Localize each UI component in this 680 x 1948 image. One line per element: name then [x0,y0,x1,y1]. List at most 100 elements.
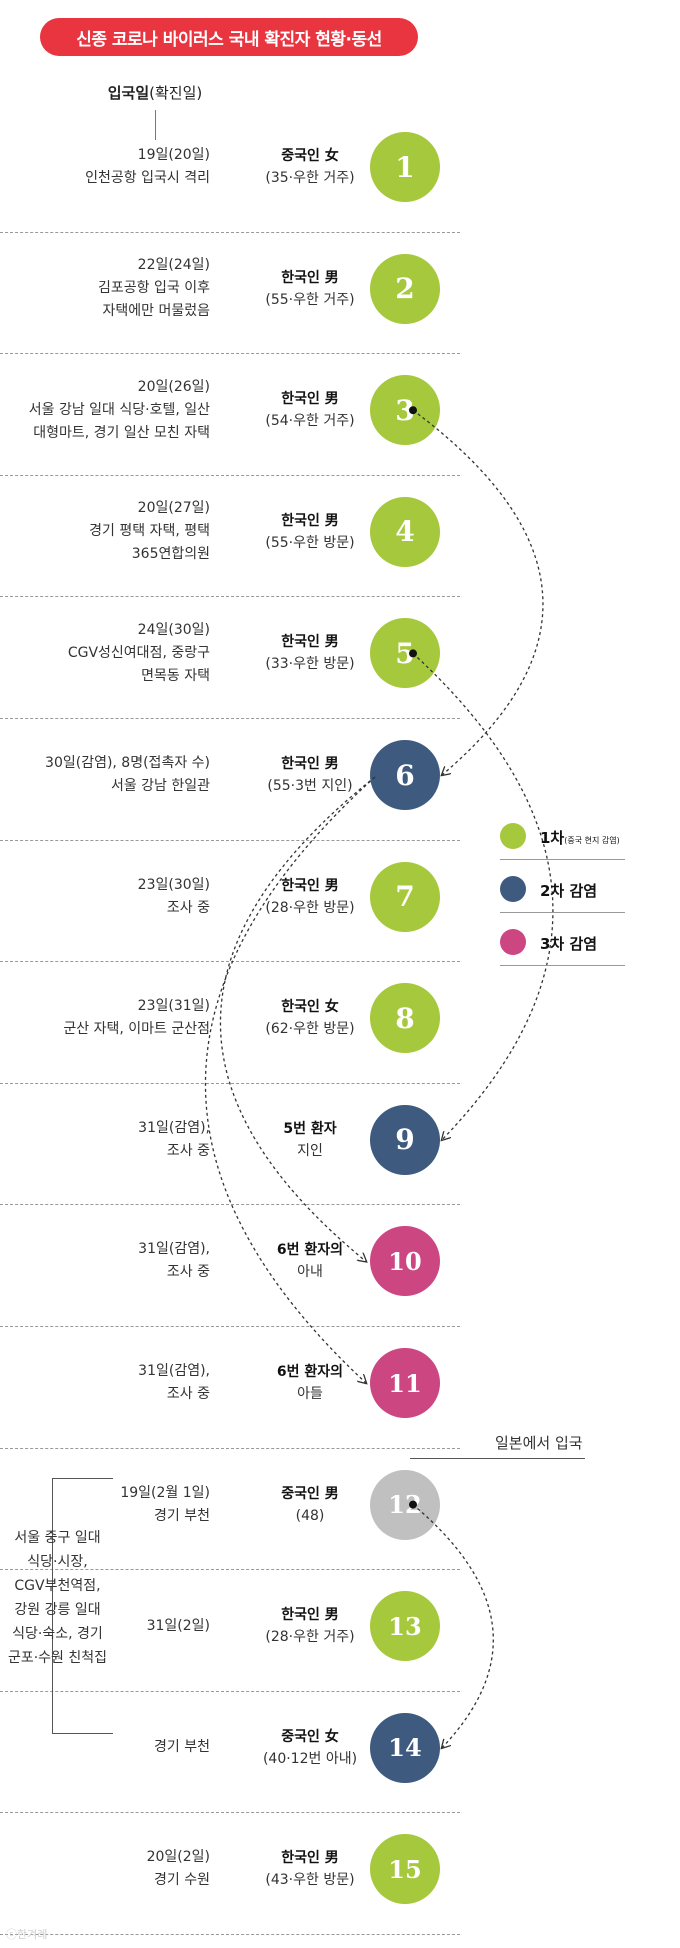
patient-9-circle: 9 [370,1104,440,1175]
transmission-arrow-6-11 [204,776,376,1383]
shared-route-line: 군포·수원 친척집 [7,1650,108,1666]
shared-route-line: 서울 중구 일대 [14,1530,101,1546]
patient-6-timeline: 30일(감염), 8명(접촉자 수) 서울 강남 한일관 [10,752,210,798]
shared-route-bracket [52,1478,113,1734]
patient-4-person: 한국인 男(55·우한 방문) [255,510,365,554]
entry-date: 19일(2월 1일) [120,1484,210,1501]
route-line: 경기 부천 [154,1739,210,1756]
legend-label-third: 3차 감염 [540,935,598,953]
row-separator [0,231,460,233]
row-separator [0,961,460,963]
row-separator [0,1812,460,1814]
route-line: 인천공항 입국시 격리 [85,170,210,186]
patient-1-person: 중국인 女 (35·우한 거주) [255,145,365,189]
row-separator [0,1690,460,1692]
header-confirm-date: (확진일) [149,84,203,102]
patient-info: (35·우한 거주) [265,170,355,186]
patient-8-timeline: 23일(31일) 군산 자택, 이마트 군산점 [10,995,210,1041]
route-line: 조사 중 [166,899,210,916]
transmission-arrow-6-10 [219,776,376,1261]
route-line: CGV성신여대점, 중랑구 [67,644,210,661]
patient-nationality: 6번 환자의 [276,1364,344,1380]
legend-label-first: 1차(중국 현지 감염) [540,829,620,847]
row-separator [0,474,460,476]
patient-15-circle: 15 [370,1834,440,1905]
patient-9-timeline: 31일(감염),조사 중 [10,1117,210,1163]
patient-nationality: 한국인 男 [281,1607,339,1624]
route-line: 대형마트, 경기 일산 모친 자택 [33,424,210,441]
patient-nationality: 5번 환자 [283,1120,337,1137]
column-header: 입국일(확진일) [100,82,210,103]
row-separator [0,839,460,841]
patient-10-timeline: 31일(감염), 조사 중 [10,1238,210,1284]
patient-13-timeline: 31일(2일) [10,1615,210,1638]
legend-dot-first [500,823,526,849]
patient-nationality: 중국인 女 [281,148,339,164]
route-line: 김포공항 입국 이후 [98,280,210,297]
patient-info: (40·12번 아내) [262,1750,358,1767]
patient-info: (55·우한 거주) [265,291,355,308]
patient-14-timeline: 경기 부천 [10,1736,210,1759]
entry-date: 31일(2일) [146,1617,210,1634]
patient-13-person: 한국인 男 (28·우한 거주) [255,1604,365,1648]
entry-date: 30일(감염), 8명(접촉자 수) [45,755,210,771]
patient-13-circle: 13 [370,1591,440,1662]
patient-7-person: 한국인 男(28·우한 방문) [255,875,365,919]
row-separator [0,596,460,598]
patient-2-circle: 2 [370,253,440,324]
patient-info: (48) [295,1507,325,1524]
patient-5-person: 한국인 男(33·우한 방문) [255,631,365,675]
route-line: 경기 수원 [154,1872,210,1889]
patient-14-circle: 14 [370,1712,440,1783]
row-separator [0,1326,460,1327]
japan-note-line [410,1458,585,1459]
patient-nationality: 중국인 女 [281,1728,339,1745]
entry-date: 20일(27일) [137,500,210,517]
patient-6-person: 한국인 男(55·3번 지인) [255,753,365,797]
patient-8-person: 한국인 女(62·우한 방문) [255,996,365,1040]
patient-11-timeline: 31일(감염), 조사 중 [10,1360,210,1406]
patient-12-person: 중국인 男(48) [255,1483,365,1527]
transmission-arrow-3-6 [412,409,544,775]
patient-8-circle: 8 [370,983,440,1054]
route-line: 자택에만 머물렀음 [102,303,211,320]
patient-info: (55·우한 방문) [265,534,355,551]
route-line: 서울 강남 한일관 [110,778,210,794]
patient-info: (54·우한 거주) [265,413,355,430]
header-entry-date: 입국일 [107,84,150,102]
patient-info: (28·우한 거주) [265,1629,355,1646]
entry-date: 22일(24일) [137,257,210,274]
patient-2-person: 한국인 男(55·우한 거주) [255,267,365,311]
row-separator [0,1447,460,1449]
route-line: 조사 중 [166,1264,210,1281]
patient-nationality: 한국인 男 [281,756,339,772]
entry-date: 31일(감염), [138,1363,210,1379]
entry-date: 23일(31일) [137,998,210,1015]
route-line: 군산 자택, 이마트 군산점 [63,1021,210,1038]
route-line: 경기 부천 [154,1507,210,1524]
route-line: 조사 중 [166,1386,210,1402]
patient-1-circle: 1 [370,132,440,202]
patient-nationality: 6번 환자의 [276,1242,344,1259]
legend-item-second: 2차 감염 [500,868,625,913]
shared-route-line: 식당·숙소, 경기 [12,1626,103,1642]
legend-label-second: 2차 감염 [540,882,598,900]
entry-date: 20일(2일) [146,1849,210,1866]
row-separator [0,1204,460,1206]
patient-nationality: 한국인 女 [281,999,339,1016]
entry-date: 24일(30일) [137,621,210,638]
entry-date: 23일(30일) [137,876,210,893]
patient-6-circle: 6 [370,740,440,810]
transmission-arrow-12-14 [412,1504,494,1748]
patient-7-timeline: 23일(30일) 조사 중 [10,874,210,920]
row-separator [0,718,460,719]
entry-date: 31일(감염), [138,1241,210,1258]
patient-info: (43·우한 방문) [265,1872,355,1889]
